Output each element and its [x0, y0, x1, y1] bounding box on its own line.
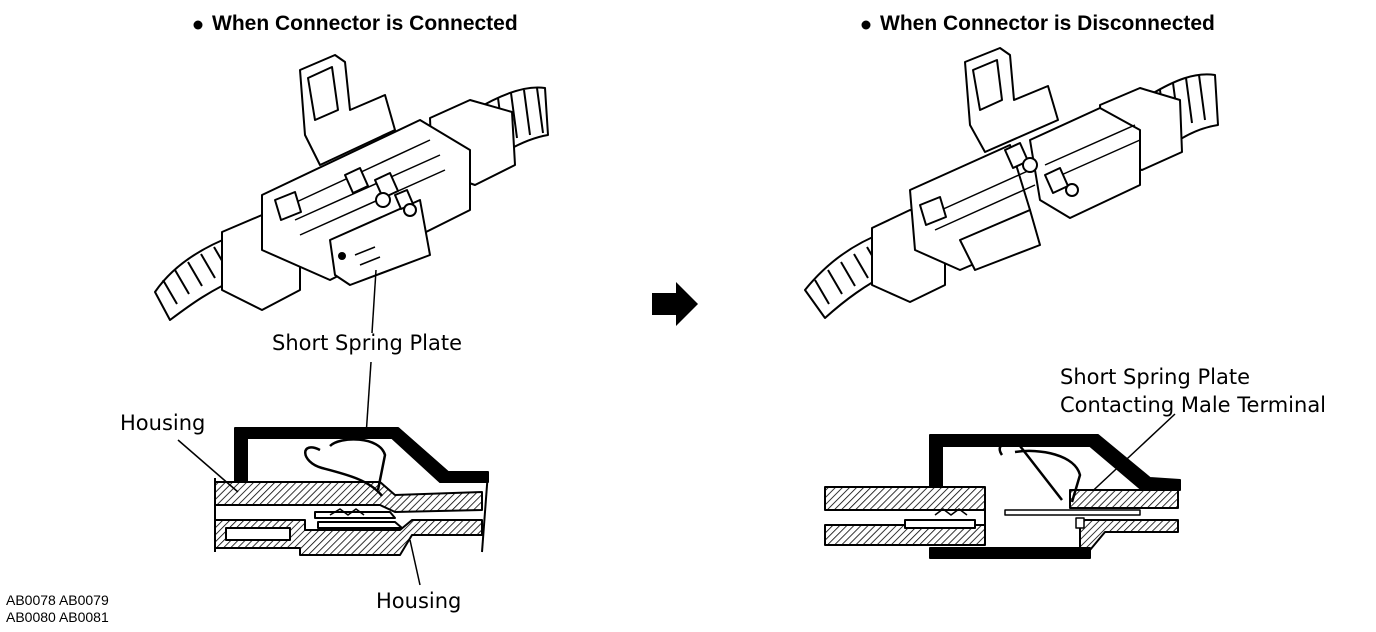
spring-plate-leader-top [371, 269, 377, 334]
housing-top-leader [177, 439, 239, 493]
figure-code-line1: AB0078 AB0079 [6, 592, 109, 608]
spring-plate-label-right-line1: Short Spring Plate [1060, 365, 1250, 389]
bullet-icon [193, 20, 203, 30]
spring-plate-leader-bottom [365, 361, 372, 437]
bullet-icon [861, 20, 871, 30]
right-arrow-icon [652, 282, 698, 326]
housing-label-bottom: Housing [376, 589, 461, 613]
housing-bottom-leader [409, 539, 421, 586]
connected-cross-section [214, 427, 489, 556]
disconnected-cross-section [824, 434, 1181, 559]
spring-plate-label-left: Short Spring Plate [272, 331, 462, 355]
left-title: When Connector is Connected [212, 12, 518, 35]
disconnected-connector-illustration [804, 47, 1219, 319]
connected-connector-illustration [154, 54, 549, 321]
right-title: When Connector is Disconnected [880, 12, 1215, 35]
spring-plate-leader-right [1082, 413, 1176, 501]
figure-code-line2: AB0080 AB0081 [6, 609, 109, 625]
spring-plate-label-right-line2: Contacting Male Terminal [1060, 393, 1326, 417]
housing-label-top: Housing [120, 411, 205, 435]
